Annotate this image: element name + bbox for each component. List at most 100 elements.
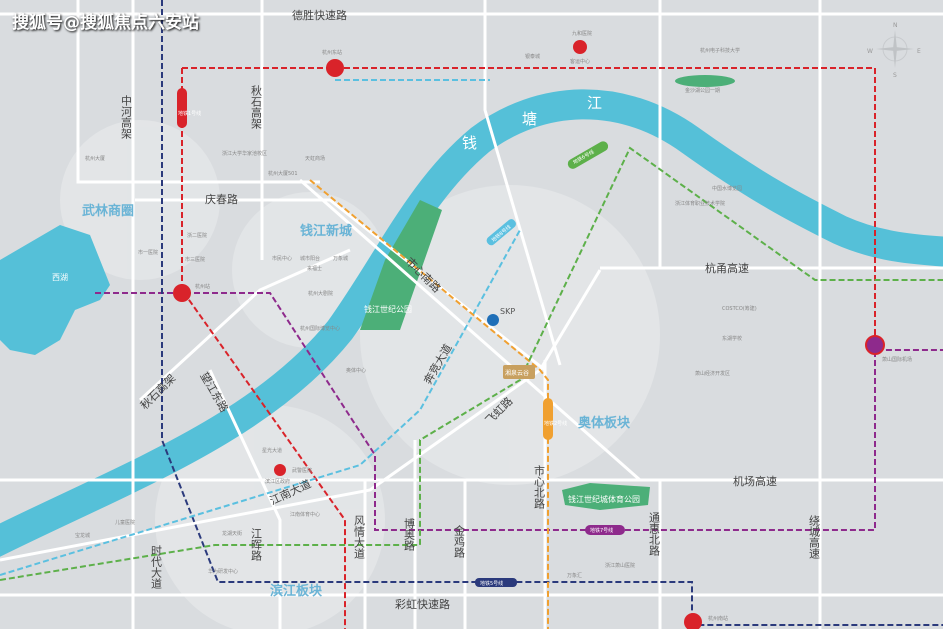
road-jichang: 机场高速 [733,474,777,488]
poi: 浙二医院 [187,232,207,239]
metro-red [181,67,876,629]
poi: 东湖学校 [722,335,742,342]
metro-purple [95,292,943,531]
airport-icon[interactable] [865,335,885,355]
poi: 九和医院 [572,30,592,37]
park-sports [562,483,650,510]
poi: 浙江大学华家池校区 [222,150,267,157]
pois: 杭州大厦 城市阳台 市民中心 万象城 来福士 杭州大剧院 浙二医院 市一医院 市… [75,30,757,579]
poi: 华为研发中心 [208,568,238,575]
skp-icon[interactable] [487,314,499,326]
metro-orange [309,179,549,629]
poi: 杭州国际博览中心 [300,325,340,332]
poi: 宝龙城 [75,532,90,539]
district-aoti: 奥体板块 [578,415,631,431]
poi: 杭州电子科技大学 [700,47,740,54]
station-hz-south-icon[interactable] [684,613,702,629]
park-jinsha [675,75,735,87]
station-hz-east-label: 杭州东站 [322,49,342,56]
poi: 市民中心 [272,255,292,262]
airport-label: 萧山国际机场 [882,356,912,363]
road-qiushi-s: 秋石高架 [137,371,178,412]
poi: 万象城 [333,255,348,262]
district-qianjiang: 钱江新城 [300,223,352,239]
poi: 杭州大厦501 [268,170,298,177]
road-shixin-n: 市心北路 [533,464,546,510]
park-century-label: 钱江世纪公园 [364,304,412,314]
poi: 天虹商场 [305,155,325,162]
poi: 江南体育中心 [290,511,320,518]
poi: 杭州大厦 [85,155,105,162]
river-label-3: 江 [587,94,602,112]
project-label: 滨江区政府 [265,478,290,485]
poi: 儿童医院 [115,519,135,526]
poi: 来福士 [307,265,322,272]
poi: 浙江萧山医院 [605,562,635,569]
road-tonghui: 通惠北路 [648,512,661,557]
road-raocheng: 绕城高速 [808,515,821,559]
district-wulin: 武林商圈 [82,203,134,219]
road-jianghui: 江晖路 [250,528,263,562]
park-jinsha-label: 金沙湖公园一期 [685,87,720,94]
park-century [360,200,442,330]
road-jinji: 金鸡路 [453,524,466,559]
metro-badges: 地铁1号线 地铁7号线 地铁5号线 地铁2号线 地铁6号线 地铁8号线 [177,88,625,587]
qiantang-river [0,89,943,557]
poi: 银泰城 [525,53,540,60]
watermark: 搜狐号@搜狐焦点六安站 [12,13,199,33]
road-caihong: 彩虹快速路 [395,598,450,611]
river-label-1: 钱 [462,134,477,152]
poi: 武警医院 [292,467,312,474]
metro-badge-l7: 地铁7号线 [590,527,613,534]
metro-badge-l1: 地铁1号线 [178,110,201,117]
metro-badge-l2: 地铁2号线 [544,420,567,427]
poi: 萧山经济开发区 [695,370,730,377]
skp-label: SKP [500,307,515,316]
poi: 浙江体育职业技术学院 [675,200,725,207]
metro-badge-l5: 地铁5号线 [480,580,503,587]
west-lake [0,225,110,355]
road-qingchun: 庆春路 [205,192,238,206]
road-zhonghe: 中河高架 [120,95,133,139]
landmark-project-badge[interactable] [503,365,535,379]
poi: 市一医院 [138,249,158,256]
poi: 杭州大剧院 [308,290,333,297]
road-boao: 博奥路 [403,518,416,552]
landmark-project-label: 湘泉云谷 [505,369,529,377]
metro-green [0,146,943,581]
road-qiushi-n: 秋石高架 [250,84,263,129]
halo-aoti [360,185,660,485]
compass-e: E [917,48,921,55]
bus-station-label: 客运中心 [570,58,590,65]
compass-n: N [893,22,898,29]
road-fengqing: 风情大道 [353,515,366,559]
poi: 市三医院 [185,256,205,263]
poi: 城市阳台 [300,255,320,262]
halo-binjiang [155,405,385,629]
park-sports-label: 钱江世纪城体育公园 [568,494,640,504]
poi: 万象汇 [567,572,582,579]
station-hz-icon[interactable] [173,284,191,302]
bus-station-icon[interactable] [573,40,587,54]
river-label-2: 塘 [522,110,537,128]
lake-label: 西湖 [52,273,68,282]
compass-w: W [867,48,873,55]
station-hz-label: 杭州站 [195,283,210,290]
station-hz-east-icon[interactable] [326,59,344,77]
metro-navy [161,0,943,626]
project-star-icon[interactable] [274,464,286,476]
poi: 中国水博览园 [712,185,742,192]
metro-lightblue [0,79,521,576]
road-desheng: 德胜快速路 [292,8,347,22]
district-halos [60,120,660,629]
poi: 星光大道 [262,447,282,454]
district-binjiang: 滨江板块 [270,583,323,599]
rail-stations [173,40,885,629]
station-hz-south-label: 杭州南站 [708,615,728,622]
poi: COSTCO(筹建) [722,305,757,312]
poi: 龙湖天街 [222,530,242,537]
